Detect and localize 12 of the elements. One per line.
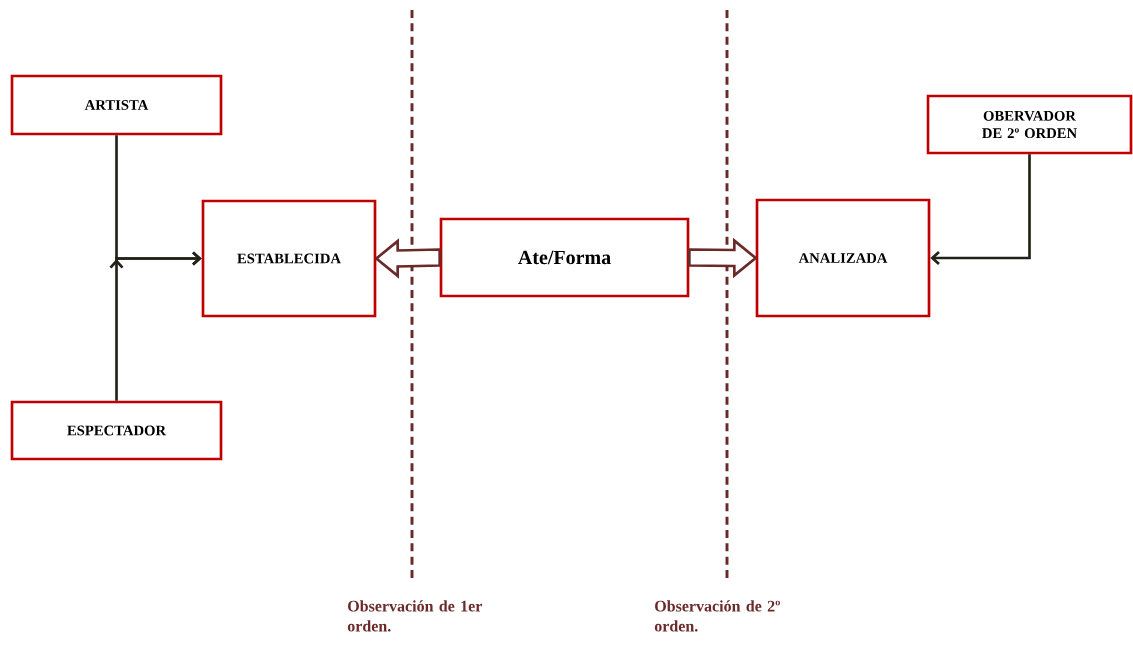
process-box: ANALIZADA — [755, 198, 931, 318]
process-box: Ate/Forma — [439, 217, 690, 298]
process-box: OBERVADOR DE 2º ORDEN — [926, 94, 1133, 155]
block-arrow — [688, 237, 758, 279]
note-text: Observación de 2º orden. — [654, 600, 780, 632]
block-arrow — [374, 238, 441, 279]
arrow — [109, 251, 202, 401]
process-box: ESTABLECIDA — [201, 199, 377, 318]
process-box: ESPECTADOR — [10, 400, 223, 461]
note-text: Observación de 1er orden. — [347, 600, 482, 632]
process-box: ARTISTA — [10, 74, 223, 136]
arrow — [930, 154, 1031, 265]
